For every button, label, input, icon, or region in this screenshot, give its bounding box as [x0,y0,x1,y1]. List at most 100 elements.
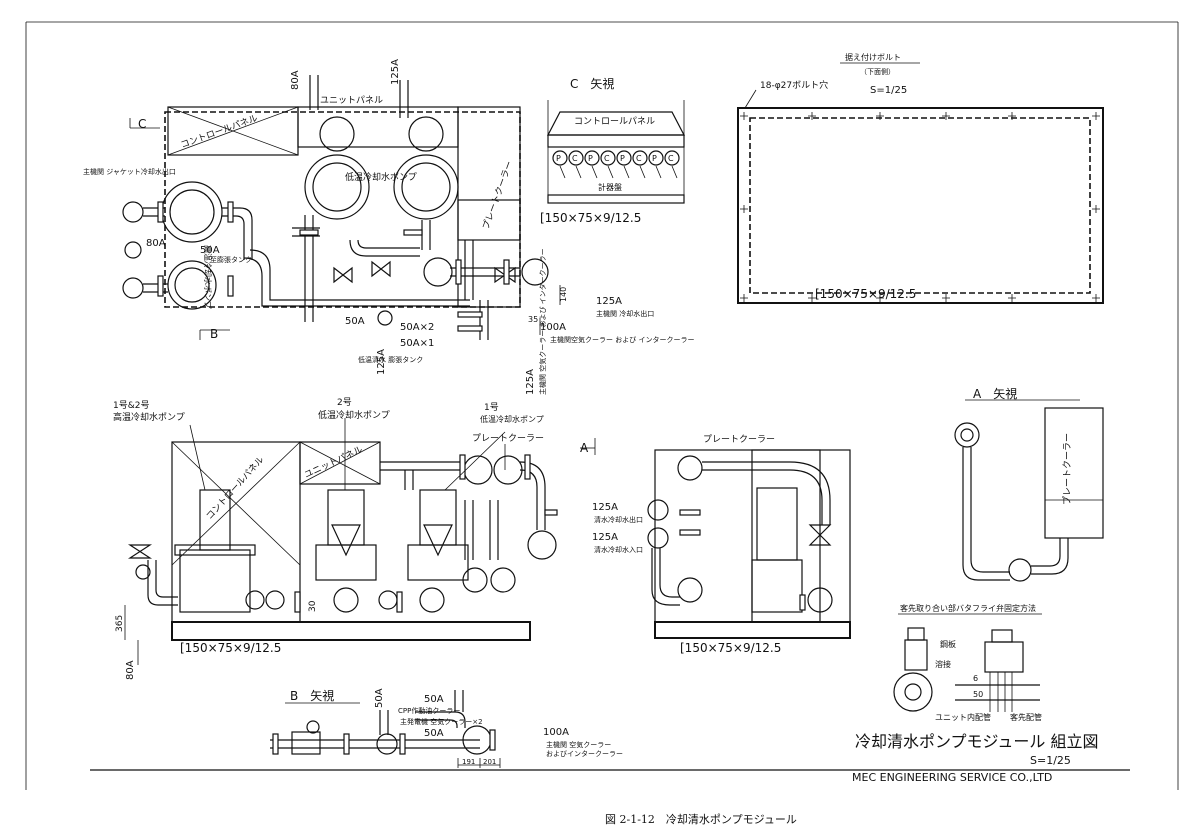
c-view-title: C 矢視 [570,76,614,91]
pipe-100a: 100A [540,322,566,333]
title-block: 冷却清水ポンプモジュール 組立図 S=1/25 MEC ENGINEERING … [852,732,1099,784]
low-temp-tank-label: 低温清水 膨張タンク [358,355,423,364]
c-marker: C [138,117,146,131]
pipe-125a-top: 125A [390,59,401,85]
pipe-80a-top: 80A [290,70,301,90]
pump2-label-1: 2号 [337,397,352,408]
pipe-50ax1: 50A×1 [400,338,434,349]
b-view-title: B 矢視 [290,688,334,703]
side-125a-2: 125A [592,532,618,543]
base-frame-view: 据え付けボルト （下面側） 18-φ27ボルト穴 S=1/25 [150×75×… [737,52,1104,304]
elevation-channel: [150×75×9/12.5 [180,641,281,655]
gauge-board-label: 計器盤 [598,182,622,192]
elevation-unit-panel: ユニットパネル [303,444,365,481]
b-view-50a-v: 50A [374,688,385,708]
high-temp-pump-label: 高温冷却水ポンプ [203,245,213,309]
side-view: プレートクーラー 125A 清水冷却水出口 125A 清水冷却水入口 [150×… [592,434,851,655]
side-plate-cooler: プレートクーラー [703,434,775,445]
svg-text:P: P [652,154,657,163]
c-view-panel-label: コントロールパネル [574,116,655,127]
detail-dim-50: 50 [973,690,983,699]
a-marker: A [580,441,589,455]
detail-part1: 鋼板 [940,639,956,649]
pump1-label-2: 低温冷却水ポンプ [480,414,544,424]
detail-part2: 溶接 [935,659,951,669]
pipe-50a-left: 50A [200,245,220,256]
a-view: A 矢視 プレートクーラー [954,386,1104,582]
detail-inner-pipe: ユニット内配管 [935,712,991,722]
b-view-50a-2: 50A [424,728,444,739]
plate-cooler-label: プレートクーラー [480,160,515,231]
drawing-title: 冷却清水ポンプモジュール 組立図 [855,732,1099,751]
b-view-100a-note1: 主機関 空気クーラー [546,740,611,749]
dim-191: 191 [462,758,475,766]
detail-dim-6: 6 [973,674,978,683]
expansion-tank-label: 至膨張タンク [210,255,252,264]
b-view-50a-1: 50A [424,694,444,705]
drawing-scale: S=1/25 [1030,754,1071,767]
unit-panel-label: ユニットパネル [320,95,383,106]
svg-text:P: P [588,154,593,163]
a-view-title: A 矢視 [973,386,1017,401]
bolt-sub: （下面側） [860,67,895,76]
vertical-note: 主機関 空気クーラー および インタークーラー [538,248,547,395]
elevation-80a: 80A [125,660,136,680]
svg-text:C: C [604,154,610,163]
svg-text:C: C [572,154,578,163]
company-name: MEC ENGINEERING SERVICE CO.,LTD [852,771,1052,784]
bolt-hole-label: 18-φ27ボルト穴 [760,79,828,91]
pump12-label-2: 高温冷却水ポンプ [113,411,185,423]
front-elevation-labels: 1号&2号 高温冷却水ポンプ 2号 低温冷却水ポンプ 1号 低温冷却水ポンプ プ… [113,397,589,680]
elevation-plate-cooler: プレートクーラー [472,433,544,444]
dim-140: 140 [559,287,568,302]
detail-title: 客先取り合い部バタフライ弁固定方法 [900,603,1036,613]
control-panel-label: コントロールパネル [179,113,259,151]
side-125a-2-note: 清水冷却水入口 [594,545,643,554]
side-125a-1-note: 清水冷却水出口 [594,515,643,524]
bolt-title: 据え付けボルト [845,52,901,62]
svg-text:P: P [620,154,625,163]
pipe-50a-bottom: 50A [345,316,365,327]
elevation-control-panel: コントロールパネル [204,454,266,522]
dim-35: 35 [528,315,538,324]
gauge-row: P C P C P C P C [552,150,680,166]
svg-text:C: C [668,154,674,163]
detail-customer-pipe: 客先配管 [1010,712,1042,722]
b-view: B 矢視 50A 50A CPP作動油クーラー 主発電機 空気クーラー×2 50… [270,688,623,768]
b-marker: B [210,327,218,341]
front-elevation [124,418,596,665]
bolt-marks [740,112,1100,302]
a-view-plate-cooler: プレートクーラー [1062,433,1073,505]
base-scale: S=1/25 [870,85,907,96]
cooler-outlet-label: 主機関 冷却水出口 [596,309,654,318]
plan-view [122,75,561,340]
svg-text:P: P [556,154,561,163]
sheet-frame [25,21,1179,790]
pump12-label-1: 1号&2号 [113,400,149,411]
c-view-channel: [150×75×9/12.5 [540,211,641,225]
pipe-125a-right: 125A [596,296,622,307]
svg-text:C: C [636,154,642,163]
pump1-label-1: 1号 [484,402,499,413]
base-channel: [150×75×9/12.5 [815,287,916,301]
dim-365: 365 [115,615,125,632]
dim-201: 201 [483,758,496,766]
jacket-outlet-label: 主機関 ジャケット冷却水出口 [83,167,176,176]
figure-caption: 図 2-1-12 冷却清水ポンプモジュール [605,813,797,826]
b-view-100a-note2: およびインタークーラー [546,749,623,758]
side-125a-1: 125A [592,502,618,513]
pipe-125a-bottom: 125A [376,349,387,375]
pipe-50ax2: 50A×2 [400,322,434,333]
b-view-100a: 100A [543,727,569,738]
c-view: C 矢視 コントロールパネル P C P C P C P C 計器盤 [150×… [540,76,685,225]
vertical-125a: 125A [525,369,536,395]
aux-note: 主発電機 空気クーラー×2 [400,717,483,726]
pipe-80a-left: 80A [146,238,166,249]
pump2-label-2: 低温冷却水ポンプ [318,409,390,421]
air-cooler-note: 主機関空気クーラー および インタークーラー [550,335,694,344]
low-temp-pump-label: 低温冷却水ポンプ [345,171,417,183]
side-channel: [150×75×9/12.5 [680,641,781,655]
valve-detail: 客先取り合い部バタフライ弁固定方法 鋼板 溶接 6 50 ユニット内配管 客先配… [893,603,1042,722]
